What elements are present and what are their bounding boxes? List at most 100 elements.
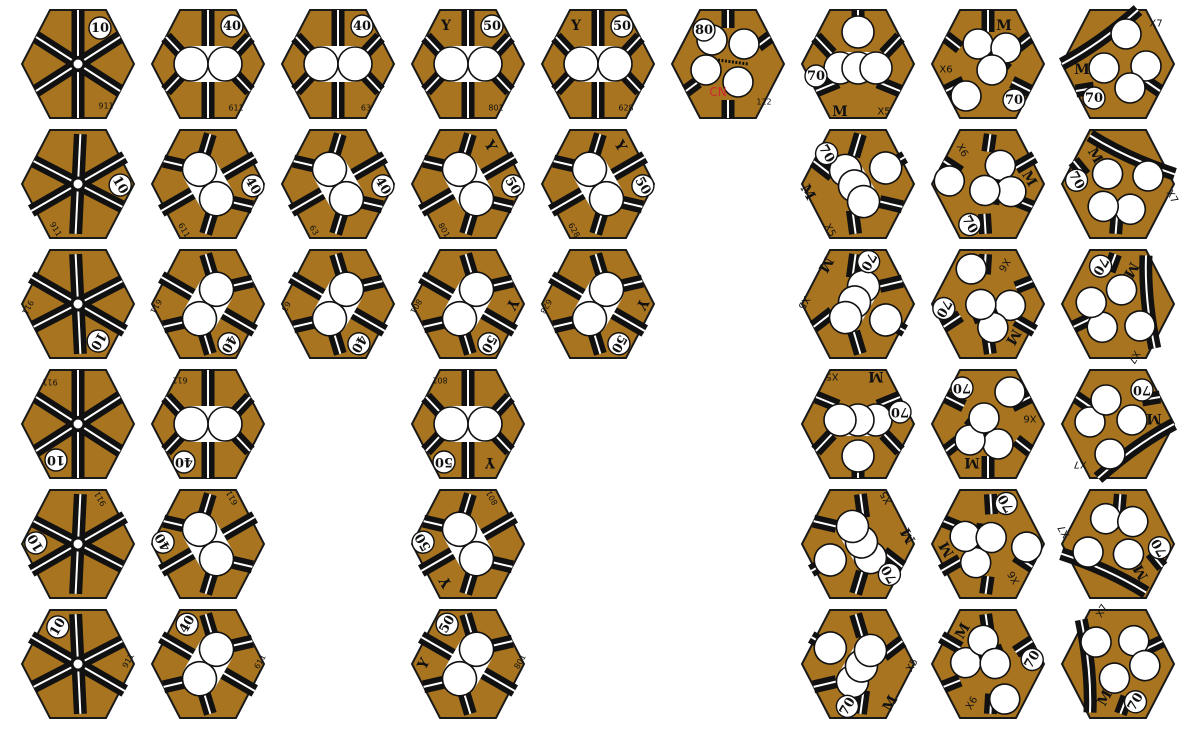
city-center	[975, 521, 1007, 554]
track-bottom-left-center	[492, 561, 513, 568]
track-bottom-left-center	[464, 253, 473, 275]
city-top	[1132, 160, 1164, 192]
track-bottom-right-center	[232, 640, 253, 647]
track-top-left-center	[1015, 439, 1031, 452]
track-top-left-center	[165, 36, 181, 53]
tile-number: 611	[228, 104, 243, 113]
value-circle	[411, 530, 435, 554]
value-circle	[24, 531, 48, 555]
track-bottom-left-center	[463, 693, 472, 715]
tile-number: 611	[172, 376, 187, 385]
track-bottom-right-center	[463, 493, 472, 515]
track-top-left-center	[945, 36, 961, 49]
value-label: 50	[483, 19, 501, 34]
value-circle	[175, 612, 199, 636]
track-bottom-right-center	[1114, 214, 1119, 234]
city-right	[433, 406, 469, 442]
location-label: M	[1074, 62, 1090, 78]
city-lower	[933, 165, 966, 197]
value-label: 70	[953, 380, 971, 395]
track-bottom-left-center	[495, 396, 511, 413]
city-lower	[1010, 531, 1043, 563]
track-top-left-center	[333, 133, 342, 155]
value-circle	[477, 332, 501, 356]
location-label: M	[1120, 259, 1142, 280]
city-left	[1112, 538, 1145, 570]
tile-number: 63	[307, 224, 320, 237]
city-right	[828, 300, 863, 335]
track-bottom-right-center	[235, 75, 251, 92]
location-label: M	[868, 368, 884, 384]
track-bottom-left-center	[235, 396, 251, 413]
city-left	[1098, 662, 1131, 694]
tile-number: 801	[488, 104, 503, 113]
track-bottom-left-center	[163, 160, 184, 167]
city-right	[1089, 502, 1122, 535]
track-bottom-left-center	[423, 160, 444, 167]
track-top-center	[1015, 156, 1036, 169]
cn-label: CN	[709, 85, 726, 99]
value-circle	[44, 448, 68, 472]
track-top-left-center	[163, 681, 184, 688]
value-circle	[88, 16, 112, 40]
track-top-left-center	[295, 36, 311, 53]
track-curve-center	[1060, 552, 1147, 594]
value-circle	[480, 14, 504, 38]
city-right	[835, 509, 870, 544]
track-top-right-center	[854, 613, 864, 637]
city-d	[722, 66, 754, 98]
tile-number: X5	[825, 371, 838, 382]
